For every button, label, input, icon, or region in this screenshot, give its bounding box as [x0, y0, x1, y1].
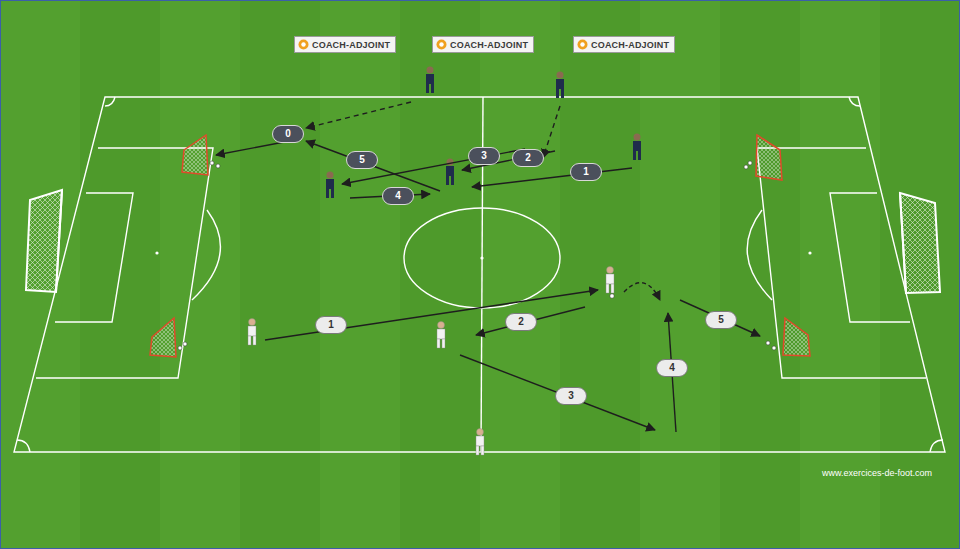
callout-number: 2 [505, 313, 537, 331]
callout-number: 0 [272, 125, 304, 143]
callout-number: 3 [468, 147, 500, 165]
board-logo [577, 39, 588, 50]
callout-number: 5 [346, 151, 378, 169]
callout-number: 4 [382, 187, 414, 205]
watermark: www.exercices-de-foot.com [822, 468, 932, 478]
callout-number: 1 [315, 316, 347, 334]
callout-number: 1 [570, 163, 602, 181]
callout-number: 4 [656, 359, 688, 377]
sponsor-board: COACH-ADJOINT [432, 36, 534, 53]
callout-number: 5 [705, 311, 737, 329]
board-text: COACH-ADJOINT [591, 40, 669, 50]
sponsor-board: COACH-ADJOINT [573, 36, 675, 53]
callout-number: 2 [512, 149, 544, 167]
board-logo [298, 39, 309, 50]
sponsor-board: COACH-ADJOINT [294, 36, 396, 53]
callout-number: 3 [555, 387, 587, 405]
board-logo [436, 39, 447, 50]
board-text: COACH-ADJOINT [312, 40, 390, 50]
board-text: COACH-ADJOINT [450, 40, 528, 50]
